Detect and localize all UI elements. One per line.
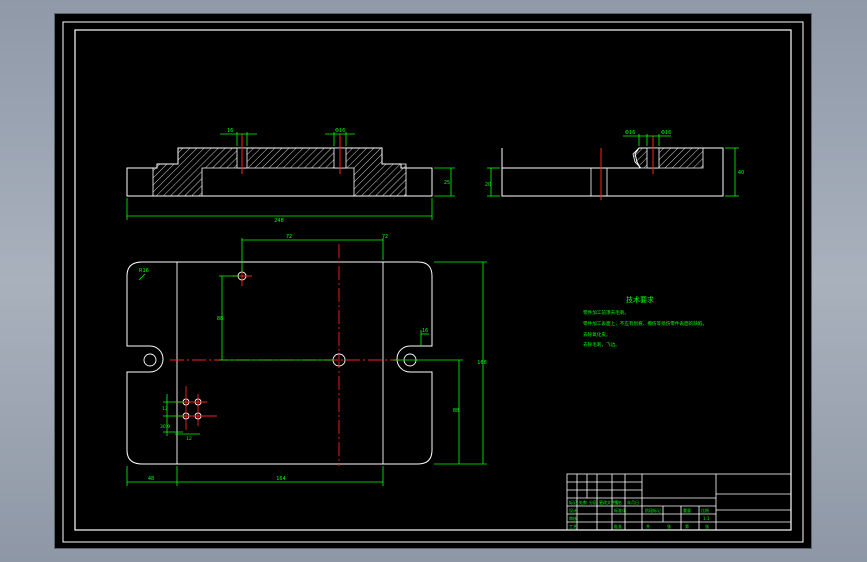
dim-plan-vertical: 88 [217, 316, 223, 322]
inner-border [74, 29, 792, 531]
dim-plan-hole-horizontal: 12 [186, 436, 192, 442]
side-dimension-lines [487, 134, 739, 197]
dim-plan-top-left: 72 [286, 234, 292, 240]
dim-plan-slot: 16 [422, 328, 428, 334]
tb-review-label: 审核 [569, 515, 577, 521]
tb-process-label: 工艺 [569, 524, 577, 529]
tech-notes-title: 技术要求 [626, 295, 654, 304]
tech-note-3: 去除氧化皮。 [583, 331, 611, 338]
dim-plan-right-vertical: 88 [453, 408, 459, 414]
tb-row1-c6: 年月日 [627, 499, 639, 505]
dim-front-overall-width: 248 [274, 218, 284, 224]
tb-row1-c1: 标记 [569, 499, 577, 505]
dim-plan-bottom-main: 164 [276, 476, 286, 482]
tech-note-1: 零件加工前须去毛刺。 [583, 309, 629, 316]
tb-row1-c2: 处数 [579, 499, 587, 505]
tb-scale-value: 1:1 [703, 516, 710, 521]
side-hatch-region [632, 147, 704, 169]
front-dimension-lines [126, 132, 455, 220]
tb-row1-c5: 签名 [614, 499, 622, 505]
outer-border [62, 21, 804, 543]
tb-row1-c4: 更改文件号 [599, 499, 619, 505]
tb-approve-label: 批准 [614, 523, 622, 529]
drawing-frame [62, 21, 804, 543]
dim-plan-top-right: 72 [382, 234, 388, 240]
dim-side-top-right: Φ16 [661, 130, 671, 136]
tb-weight-label: 重量 [683, 507, 691, 513]
dim-plan-hole-vertical-2: 30.9 [160, 424, 170, 430]
dim-plan-bottom-left: 48 [148, 476, 154, 482]
side-section-view: 20 40 Φ16 Φ16 [485, 130, 744, 200]
tb-sheet-no: 第 [685, 523, 689, 529]
tb-sheet-no-unit: 张 [705, 523, 709, 529]
tb-sheet-total-unit: 张 [667, 523, 671, 529]
front-hatch-region [152, 147, 407, 197]
drawing-canvas: 248 25 16 Φ16 [62, 21, 804, 543]
title-block-labels: 标记 处数 分区 更改文件号 签名 年月日 设计 标准化 审核 工艺 批准 阶段… [569, 499, 710, 529]
side-slot [590, 167, 608, 197]
tb-row1-c3: 分区 [589, 499, 597, 505]
dim-plan-hole-vertical-1: 12 [162, 406, 168, 412]
dim-front-hole-right: Φ16 [335, 128, 345, 134]
tb-stage-label: 阶段标记 [645, 507, 661, 513]
tb-design-label: 设计 [569, 507, 577, 513]
dim-plan-overall-height: 168 [477, 360, 487, 366]
dim-side-top-left: Φ16 [625, 130, 635, 136]
title-block: 标记 处数 分区 更改文件号 签名 年月日 设计 标准化 审核 工艺 批准 阶段… [566, 473, 792, 531]
dim-plan-corner-radius: R16 [139, 268, 149, 274]
plan-outline [126, 261, 433, 465]
tb-standard-label: 标准化 [614, 507, 626, 513]
dim-side-height-right: 40 [738, 170, 744, 176]
tb-scale-label: 比例 [701, 507, 709, 513]
tech-note-4: 去除毛刺，飞边。 [583, 341, 620, 348]
title-block-grid [566, 473, 792, 531]
tb-sheet-total: 共 [646, 523, 650, 529]
dim-front-hole-left: 16 [227, 128, 233, 134]
dim-front-height: 25 [444, 180, 450, 186]
dim-side-height-left: 20 [485, 182, 491, 188]
plan-slot-left-arc [143, 353, 157, 367]
plan-view: 72 72 88 168 88 16 48 164 R16 12 30.9 12 [126, 234, 487, 486]
cad-viewport[interactable]: 248 25 16 Φ16 [54, 13, 812, 549]
plan-dimension-lines [126, 238, 487, 486]
tech-notes: 技术要求 零件加工前须去毛刺。 零件加工表面上，不应有划痕、擦伤等损伤零件表面的… [583, 295, 707, 348]
tech-note-2: 零件加工表面上，不应有划痕、擦伤等损伤零件表面的缺陷。 [583, 320, 707, 327]
plan-centerlines [170, 244, 400, 466]
front-section-view: 248 25 16 Φ16 [126, 128, 455, 224]
